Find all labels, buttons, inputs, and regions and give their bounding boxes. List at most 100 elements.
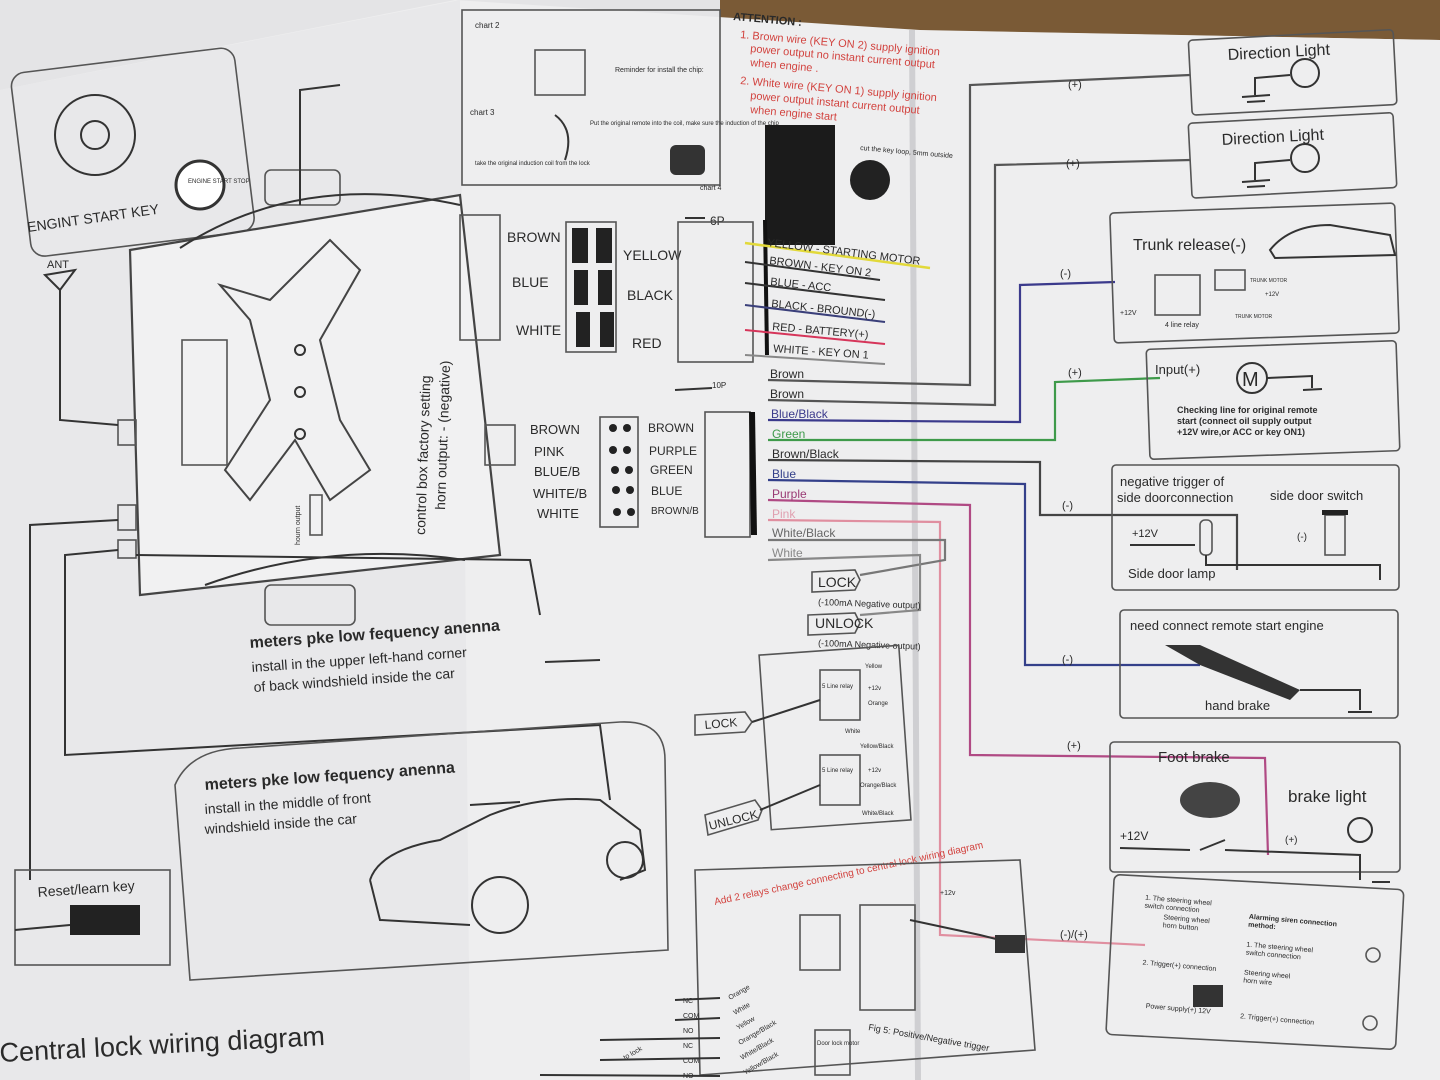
control-box-note-line1: control box factory setting: [412, 375, 434, 535]
plug-icon: [995, 935, 1025, 953]
car-panel-frame: [174, 721, 669, 981]
hand-brake-title: need connect remote start engine: [1130, 618, 1324, 633]
start-stop-button-icon: [174, 159, 226, 211]
side-door-title: side doorconnection: [1117, 490, 1233, 505]
trunk-motor-icon: [1214, 269, 1246, 291]
connector-6p-bar: [763, 219, 769, 356]
direction-light-2-label: Direction Light: [1221, 127, 1325, 149]
car-outline-icon: [369, 798, 647, 926]
steering-wheel-icon: [54, 94, 136, 176]
door-switch-cap: [1322, 510, 1348, 515]
siren-text: Steering wheel: [1163, 914, 1210, 925]
ignition-key-icon: [850, 160, 890, 200]
pin-label: COM: [683, 1013, 700, 1020]
unlock-output-note: (-100mA Negative output): [818, 638, 921, 652]
relay-pin-label: Yellow: [865, 664, 883, 670]
horn-dip-switch[interactable]: [309, 494, 323, 536]
relay-pin-label: +12v: [868, 768, 881, 774]
polarity-label: (-): [1062, 500, 1073, 512]
wire-pink-siren: [767, 518, 1146, 947]
wires-10p: [767, 73, 1270, 947]
option-radio-1[interactable]: [1365, 947, 1381, 963]
connector-port-6p: [459, 214, 501, 341]
side-door-title: negative trigger of: [1120, 474, 1224, 489]
option-radio-2[interactable]: [1362, 1015, 1378, 1031]
control-box-bottom-curve: [204, 552, 466, 586]
relay-pin-label: Yellow/Black: [860, 744, 894, 750]
label-plate: [181, 339, 228, 466]
lock-outputs: LOCK (-100mA Negative output) UNLOCK (-1…: [807, 569, 921, 652]
relay-pin-label: Orange: [868, 701, 889, 707]
siren-text: horn wire: [1243, 977, 1272, 986]
connector-10p-bar: [749, 411, 757, 536]
central-lock-frame: [694, 859, 1036, 1076]
arrow-back-antenna: [544, 659, 601, 663]
pin-label: YELLOW: [623, 247, 682, 263]
screw-hole: [294, 386, 306, 398]
trunk-motor-label: TRUNK MOTOR: [1250, 278, 1288, 284]
wire-label: White/Black: [772, 526, 836, 540]
relay-unlock-tag: [704, 799, 763, 837]
box-frame: [1187, 111, 1398, 199]
relay-frame: [758, 644, 912, 831]
pin-label: BROWN: [507, 229, 561, 245]
pin-label: BROWN/B: [651, 506, 699, 517]
control-box-tab-top: [264, 169, 341, 206]
relay-pins-box: [859, 904, 916, 1011]
attention-title: ATTENTION :: [733, 11, 803, 29]
connector-6p: 6P BROWN BLUE WHITE YELLOW BLACK RED: [507, 214, 769, 363]
wire-label: Purple: [772, 487, 807, 501]
wire-blueblack-trunk: [767, 280, 1116, 424]
side-door-box: negative trigger of side doorconnection …: [1111, 464, 1400, 591]
screw-hole: [294, 428, 306, 440]
pin-label: BROWN: [530, 422, 580, 437]
relay-label: 5 Line relay: [822, 768, 853, 774]
relay-pin-label: White/Black: [862, 811, 895, 817]
mounting-x-bracket: [217, 238, 372, 502]
relay-lock-wire: [751, 699, 821, 723]
lock-output-tag: [811, 569, 861, 593]
reset-key-wire: [29, 519, 119, 880]
polarity-label: (-): [1060, 268, 1071, 280]
direction-light-2: Direction Light: [1187, 111, 1398, 199]
pins-10p: [609, 424, 635, 516]
screw-hole: [294, 344, 306, 356]
connector-10p-side: [704, 411, 751, 538]
reset-key-button-icon[interactable]: [70, 905, 140, 935]
wire-label: Brown: [770, 367, 804, 381]
polarity-label: (-)/(+): [1060, 929, 1088, 941]
car-rear-wheel-icon: [606, 841, 644, 879]
wire-label: Blue: [772, 467, 796, 481]
control-box-top-curve: [179, 193, 461, 249]
box-frame: [1105, 874, 1405, 1050]
siren-text: switch connection: [1245, 950, 1301, 962]
input-label: Input(+): [1155, 362, 1200, 377]
door-circuit-wire: [1205, 555, 1381, 580]
hand-brake-box: need connect remote start engine hand br…: [1119, 609, 1399, 719]
horn-output-label: hourn output: [295, 506, 302, 545]
front-antenna-wire: [64, 549, 611, 801]
start-button-label: ENGINE START STOP: [188, 179, 250, 185]
connector-10p-face: [599, 416, 639, 528]
side-door-lamp-label: Side door lamp: [1128, 566, 1215, 581]
control-box-tab-bottom: [264, 584, 356, 626]
wire-brown-direction-2: [767, 158, 1191, 407]
wire-whiteblack-lock: [768, 538, 947, 577]
pin-label: WHITE: [516, 322, 561, 338]
relay-unlock-wire: [759, 784, 821, 811]
back-antenna-wire: [135, 554, 541, 616]
bulb-icon: [1290, 143, 1320, 173]
hand-brake-label: hand brake: [1205, 698, 1270, 713]
pin-label: NC: [683, 998, 693, 1005]
relay-4line-icon: [1154, 274, 1201, 316]
box-frame: [1109, 202, 1400, 344]
arrow-10p: [674, 387, 713, 391]
checking-line-text: start (connect oil supply output: [1177, 416, 1312, 426]
input-box: Input(+) M Checking line for original re…: [1145, 340, 1401, 460]
relay-pin-label: Orange/Black: [860, 783, 897, 789]
pin-label: BROWN: [648, 421, 694, 435]
relay-lock-label: LOCK: [704, 715, 738, 732]
chip-illustration: [534, 49, 586, 96]
ground-icon: [1300, 689, 1372, 713]
